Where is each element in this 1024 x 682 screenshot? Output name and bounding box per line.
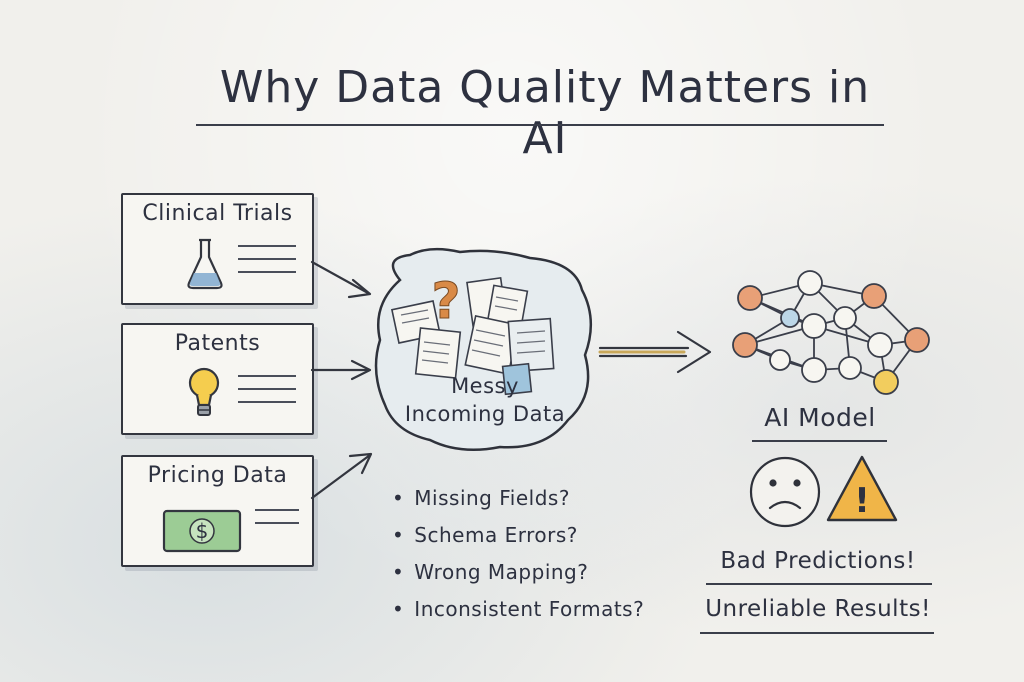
issue-item: Schema Errors? xyxy=(392,517,644,554)
hub-label-line2: Incoming Data xyxy=(404,402,566,426)
source-card-clinical-trials: Clinical Trials xyxy=(121,193,314,305)
warning-icon: ! xyxy=(826,455,898,522)
outcome-underline xyxy=(706,583,932,585)
issue-item: Wrong Mapping? xyxy=(392,554,644,591)
hub-label: Messy Incoming Data xyxy=(395,372,575,428)
question-mark-icon: ? xyxy=(431,272,460,330)
outcome-underline xyxy=(700,632,934,634)
outcome-unreliable-results: Unreliable Results! xyxy=(705,596,931,622)
sad-face-icon xyxy=(749,456,821,528)
dollar-bill-icon: $ xyxy=(162,509,242,553)
text-lines-decoration xyxy=(238,245,296,284)
model-label: AI Model xyxy=(764,403,876,432)
lightbulb-icon xyxy=(188,367,220,416)
arrow-head xyxy=(347,278,372,299)
arrow-hub-to-model xyxy=(598,330,712,374)
page-title: Why Data Quality Matters in AI xyxy=(219,62,871,164)
arrow-pricing-to-hub xyxy=(310,453,372,500)
flask-icon xyxy=(187,238,223,290)
arrow-head xyxy=(350,359,372,381)
scattered-documents xyxy=(390,276,555,396)
model-label-underline xyxy=(752,440,887,442)
arrow-head xyxy=(348,452,373,475)
source-label-clinical-trials: Clinical Trials xyxy=(142,201,293,226)
arrow-clinical-to-hub xyxy=(310,260,370,295)
hub-label-line1: Messy xyxy=(451,374,519,398)
issue-item: Inconsistent Formats? xyxy=(392,591,644,628)
outcome-bad-predictions: Bad Predictions! xyxy=(720,548,916,574)
text-lines-decoration xyxy=(238,375,296,414)
neural-network-icon xyxy=(732,270,930,395)
title-underline xyxy=(196,124,884,126)
source-label-patents: Patents xyxy=(174,331,261,356)
issues-list: Missing Fields? Schema Errors? Wrong Map… xyxy=(392,480,644,628)
warning-symbol: ! xyxy=(854,481,870,521)
text-lines-decoration xyxy=(255,509,299,535)
source-card-patents: Patents xyxy=(121,323,314,435)
source-card-pricing-data: Pricing Data $ xyxy=(121,455,314,567)
issue-item: Missing Fields? xyxy=(392,480,644,517)
source-label-pricing-data: Pricing Data xyxy=(147,463,288,488)
dollar-symbol: $ xyxy=(196,519,209,543)
